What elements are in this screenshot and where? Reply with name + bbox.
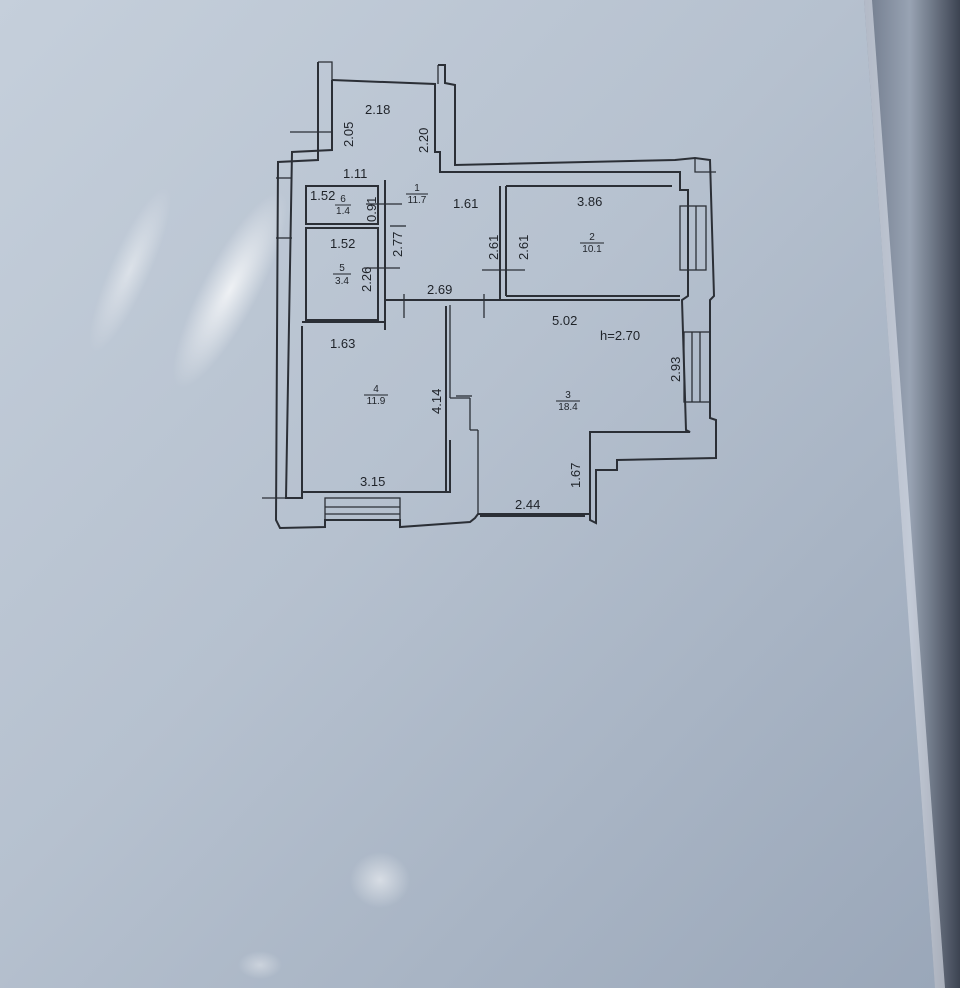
interior-walls	[301, 180, 680, 492]
svg-text:2: 2	[589, 232, 595, 243]
dimension-ticks	[262, 131, 525, 499]
room-label-5: 5 3.4	[333, 263, 351, 287]
dimension-label: 2.26	[359, 267, 374, 292]
dimension-label: 2.93	[668, 357, 683, 382]
dimension-labels: 2.18 2.05 2.20 1.11 1.52 0.91 1.61 3.86 …	[310, 102, 683, 512]
dimension-label: 0.91	[364, 197, 379, 222]
dimension-label: 2.61	[516, 235, 531, 260]
exterior-walls	[274, 61, 717, 530]
dimension-label: 1.67	[568, 463, 583, 488]
svg-text:18.4: 18.4	[558, 402, 578, 413]
dimension-label: 2.69	[427, 282, 452, 297]
room-label-2: 2 10.1	[580, 232, 604, 255]
dimension-label: 2.44	[515, 497, 540, 512]
svg-text:6: 6	[340, 194, 346, 205]
svg-text:10.1: 10.1	[582, 244, 602, 255]
svg-text:5: 5	[339, 263, 345, 274]
svg-text:4: 4	[373, 384, 379, 395]
light-glare	[350, 852, 410, 908]
dimension-label: 1.61	[453, 196, 478, 211]
dimension-label: 2.18	[365, 102, 390, 117]
room-label-1: 1 11.7	[406, 183, 428, 206]
dimension-label: 2.61	[486, 235, 501, 260]
dimension-label: 1.52	[310, 188, 335, 203]
light-glare	[172, 191, 288, 389]
svg-text:1: 1	[414, 183, 420, 194]
room-label-4: 4 11.9	[364, 384, 388, 407]
dimension-label: 2.77	[390, 232, 405, 257]
dimension-label: 3.15	[360, 474, 385, 489]
dimension-label: 3.86	[577, 194, 602, 209]
dimension-label: 5.02	[552, 313, 577, 328]
dimension-label: 4.14	[429, 389, 444, 414]
ceiling-height: h=2.70	[600, 328, 640, 343]
svg-text:3.4: 3.4	[335, 276, 349, 287]
svg-text:11.7: 11.7	[408, 195, 427, 206]
room-label-3: 3 18.4	[556, 390, 580, 413]
svg-text:11.9: 11.9	[367, 396, 386, 407]
dimension-label: 1.52	[330, 236, 355, 251]
svg-text:1.4: 1.4	[336, 206, 350, 217]
windows	[324, 205, 711, 521]
svg-text:3: 3	[565, 390, 571, 401]
dimension-label: 1.11	[343, 166, 367, 181]
dimension-label: 2.20	[416, 128, 431, 153]
dimension-label: 1.63	[330, 336, 355, 351]
room-label-6: 6 1.4	[335, 194, 351, 217]
dimension-label: 2.05	[341, 122, 356, 147]
